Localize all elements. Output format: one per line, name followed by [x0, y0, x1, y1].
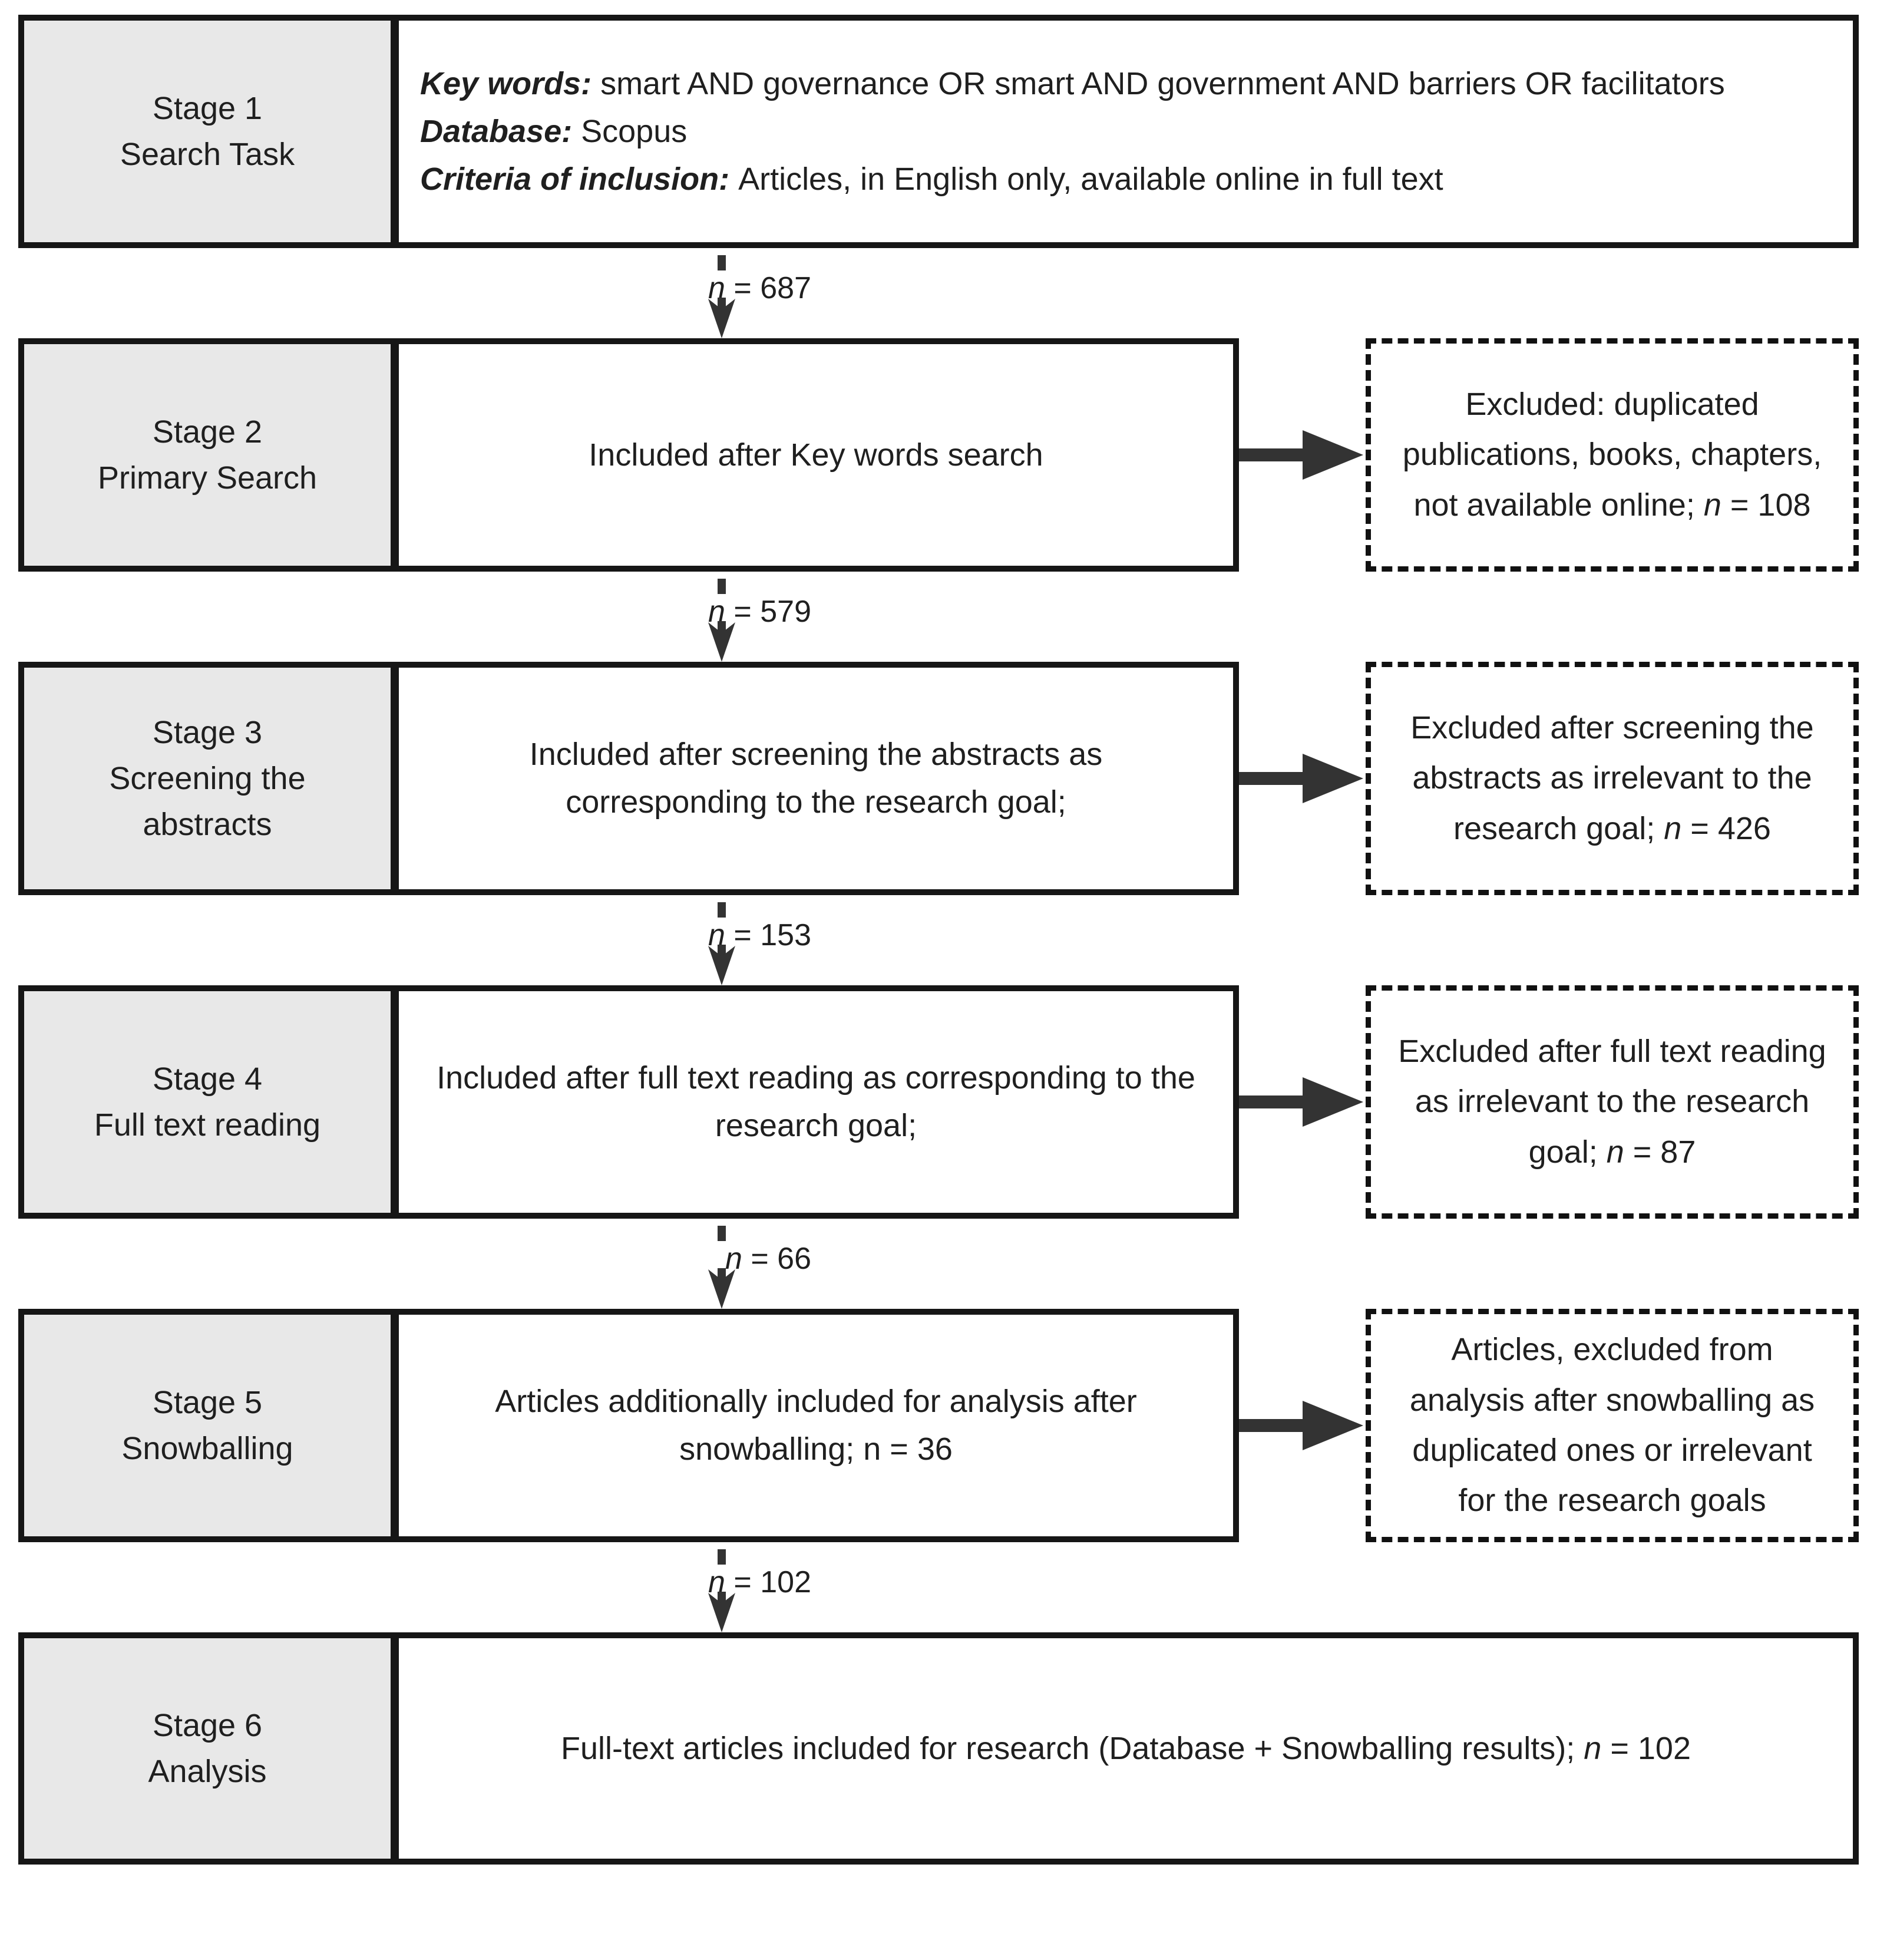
stage-row-3: Stage 3 Screening the abstracts Included…: [18, 662, 1859, 895]
stage-4-label: Stage 4 Full text reading: [24, 991, 399, 1213]
down-arrow-icon: [708, 579, 735, 662]
flow-gap-5: n = 102: [18, 1542, 1859, 1632]
right-arrow-icon: [1239, 1401, 1363, 1450]
stage-title: Stage 3: [152, 714, 263, 750]
flow-count-153: n = 153: [708, 918, 811, 952]
stage-5-label: Stage 5 Snowballing: [24, 1315, 399, 1536]
flow-count-687: n = 687: [708, 271, 811, 305]
stage-1-box: Stage 1 Search Task Key words: smart AND…: [18, 15, 1859, 248]
stage-2-label: Stage 2 Primary Search: [24, 344, 399, 566]
flow-gap-4: n = 66: [18, 1219, 1859, 1309]
down-arrow-icon: [708, 1226, 735, 1309]
right-arrow-icon: [1239, 1077, 1363, 1127]
stage-row-2: Stage 2 Primary Search Included after Ke…: [18, 338, 1859, 572]
flow-gap-2: n = 579: [18, 572, 1859, 662]
stage-4-content: Included after full text reading as corr…: [437, 1060, 1195, 1143]
criteria-line: Criteria of inclusion: Articles, in Engl…: [420, 161, 1443, 197]
down-arrow-icon: [708, 255, 735, 338]
stage-row-5: Stage 5 Snowballing Articles additionall…: [18, 1309, 1859, 1542]
stage-title: Stage 4: [152, 1061, 263, 1097]
stage-3-label: Stage 3 Screening the abstracts: [24, 668, 399, 889]
right-arrow-cell: [1239, 338, 1366, 572]
stage-2-box: Stage 2 Primary Search Included after Ke…: [18, 338, 1239, 572]
flow-gap-1: n = 687: [18, 248, 1859, 338]
excluded-box-stage-2: Excluded: duplicated publications, books…: [1366, 338, 1859, 572]
flow-count-66: n = 66: [725, 1242, 811, 1276]
flow-gap-3: n = 153: [18, 895, 1859, 985]
stage-subtitle: Full text reading: [94, 1107, 321, 1143]
stage-4-box: Stage 4 Full text reading Included after…: [18, 985, 1239, 1219]
stage-3-box: Stage 3 Screening the abstracts Included…: [18, 662, 1239, 895]
keywords-line: Key words: smart AND governance OR smart…: [420, 65, 1725, 101]
right-arrow-cell: [1239, 662, 1366, 895]
stage-5-box: Stage 5 Snowballing Articles additionall…: [18, 1309, 1239, 1542]
stage-1-content: Key words: smart AND governance OR smart…: [399, 21, 1853, 242]
flow-count-579: n = 579: [708, 595, 811, 629]
stage-subtitle: Analysis: [148, 1754, 267, 1789]
stage-title: Stage 2: [152, 414, 263, 450]
flow-count-102: n = 102: [708, 1565, 811, 1599]
right-arrow-cell: [1239, 985, 1366, 1219]
right-arrow-cell: [1239, 1309, 1366, 1542]
stage-1-label: Stage 1 Search Task: [24, 21, 399, 242]
excluded-box-stage-3: Excluded after screening the abstracts a…: [1366, 662, 1859, 895]
excluded-box-stage-5: Articles, excluded from analysis after s…: [1366, 1309, 1859, 1542]
right-arrow-icon: [1239, 754, 1363, 803]
down-arrow-icon: [708, 902, 735, 985]
stage-subtitle: Screening the abstracts: [109, 760, 306, 843]
stage-subtitle: Primary Search: [97, 460, 318, 496]
right-arrow-icon: [1239, 430, 1363, 480]
stage-row-4: Stage 4 Full text reading Included after…: [18, 985, 1859, 1219]
stage-row-6: Stage 6 Analysis Full-text articles incl…: [18, 1632, 1859, 1865]
stage-subtitle: Search Task: [120, 137, 295, 172]
stage-row-1: Stage 1 Search Task Key words: smart AND…: [18, 15, 1859, 248]
stage-title: Stage 6: [152, 1707, 263, 1743]
stage-title: Stage 5: [152, 1384, 263, 1420]
stage-3-content: Included after screening the abstracts a…: [529, 737, 1103, 820]
stage-2-content: Included after Key words search: [589, 437, 1043, 473]
stage-6-label: Stage 6 Analysis: [24, 1638, 399, 1859]
stage-5-content: Articles additionally included for analy…: [495, 1384, 1137, 1467]
stage-title: Stage 1: [152, 90, 263, 126]
down-arrow-icon: [708, 1549, 735, 1632]
excluded-box-stage-4: Excluded after full text reading as irre…: [1366, 985, 1859, 1219]
stage-6-box: Stage 6 Analysis Full-text articles incl…: [18, 1632, 1859, 1865]
stage-6-content: Full-text articles included for research…: [561, 1730, 1691, 1766]
database-line: Database: Scopus: [420, 113, 688, 149]
stage-subtitle: Snowballing: [121, 1431, 293, 1466]
